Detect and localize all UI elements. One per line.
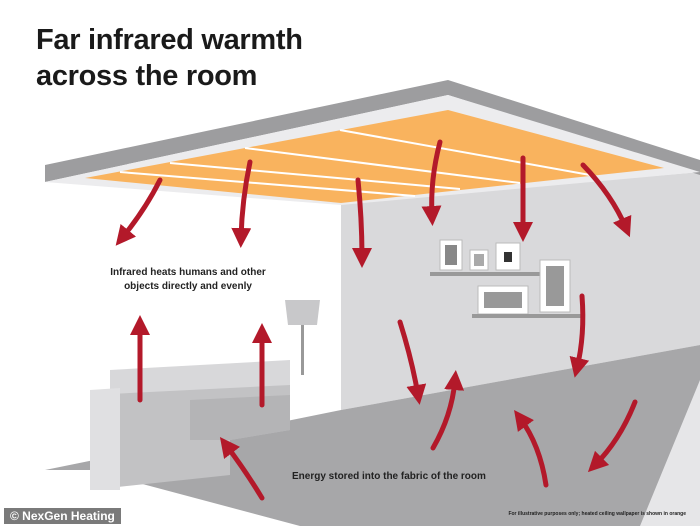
heat-arrows <box>115 139 638 501</box>
ceiling-slab <box>45 80 700 182</box>
arrow-icon <box>115 177 163 246</box>
floor-edge <box>640 345 700 526</box>
arrow-icon <box>587 399 638 473</box>
arrow-icon <box>430 370 465 451</box>
title-line-1: Far infrared warmth <box>36 24 303 56</box>
panel-seams <box>119 129 591 197</box>
heated-ceiling-panels <box>85 110 664 203</box>
arrow-icon <box>569 293 590 378</box>
caption-heat: Infrared heats humans and other objects … <box>110 267 266 292</box>
arrow-icon <box>219 437 265 501</box>
sofa <box>90 360 290 490</box>
floor <box>45 345 700 526</box>
page-title: Far infrared warmth across the room <box>36 22 303 94</box>
caption-energy: Energy stored into the fabric of the roo… <box>292 471 486 482</box>
arrow-icon <box>231 159 253 248</box>
credit-badge: © NexGen Heating <box>4 508 121 524</box>
arrow-icon <box>514 409 549 488</box>
title-line-2: across the room <box>36 60 258 92</box>
arrow-icon <box>351 177 372 268</box>
wall-shelves <box>430 239 582 318</box>
floor-lamp <box>285 300 320 375</box>
footnote: For illustrative purposes only; heated c… <box>508 511 686 517</box>
arrow-icon <box>397 319 427 405</box>
arrow-icon <box>421 139 443 226</box>
arrow-icon <box>580 162 632 238</box>
